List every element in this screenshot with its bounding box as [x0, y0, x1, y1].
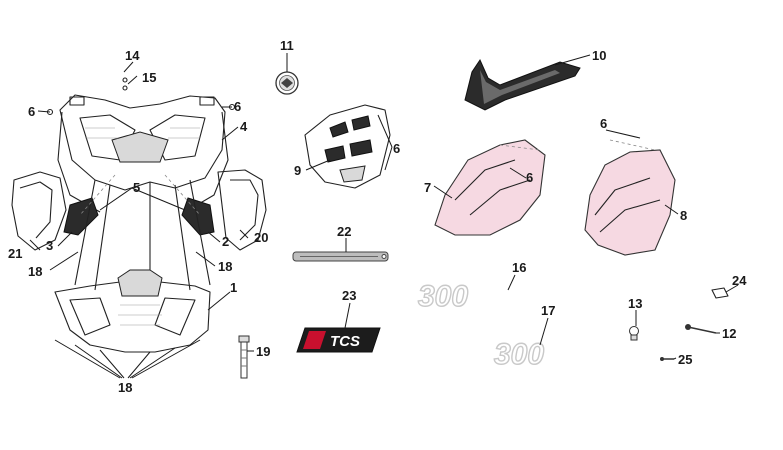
label-7: 7	[424, 180, 431, 195]
front-cowl-part	[434, 139, 546, 236]
label-8: 8	[680, 208, 687, 223]
decal-17-text: 300	[494, 338, 544, 371]
label-3: 3	[46, 238, 53, 253]
label-13: 13	[628, 296, 642, 311]
headlight-cover-part	[304, 104, 391, 189]
label-22: 22	[337, 224, 351, 239]
decal-16-text: 300	[418, 280, 468, 313]
label-24: 24	[732, 273, 747, 288]
label-23: 23	[342, 288, 356, 303]
label-6-c: 6	[393, 141, 400, 156]
label-15: 15	[142, 70, 156, 85]
label-18-a: 18	[28, 264, 42, 279]
label-18-b: 18	[218, 259, 232, 274]
part-number-labels: 14 15 11 10 6 6 4 5 6 9 6 6 7 8 21 3 2 2…	[8, 38, 747, 395]
label-4: 4	[240, 119, 248, 134]
label-5: 5	[133, 180, 140, 195]
label-18-c: 18	[118, 380, 132, 395]
label-16: 16	[512, 260, 526, 275]
label-6-a: 6	[28, 104, 35, 119]
label-10: 10	[592, 48, 606, 63]
label-17: 17	[541, 303, 555, 318]
label-6-e: 6	[526, 170, 533, 185]
label-20: 20	[254, 230, 268, 245]
badge-text: TCS	[330, 333, 360, 350]
trim-strip-part	[292, 251, 389, 262]
decal-17-part: 300	[493, 337, 545, 371]
label-1: 1	[230, 280, 237, 295]
label-6-d: 6	[600, 116, 607, 131]
label-14: 14	[125, 48, 140, 63]
bolt-19-part	[238, 335, 250, 379]
label-2: 2	[222, 234, 229, 249]
tcs-badge-part: TCS	[296, 327, 381, 353]
label-6-b: 6	[234, 99, 241, 114]
label-9: 9	[294, 163, 301, 178]
leader-lines	[29, 53, 739, 360]
decal-16-part: 300	[417, 279, 469, 313]
label-11: 11	[280, 38, 294, 53]
label-12: 12	[722, 326, 736, 341]
windscreen-trim-part	[464, 58, 581, 111]
emblem-part	[275, 71, 299, 95]
windshield-part	[584, 139, 676, 256]
label-21: 21	[8, 246, 22, 261]
hardware-parts	[629, 287, 729, 361]
front-fairing-assembly	[11, 77, 267, 379]
label-19: 19	[256, 344, 270, 359]
label-25: 25	[678, 352, 692, 367]
